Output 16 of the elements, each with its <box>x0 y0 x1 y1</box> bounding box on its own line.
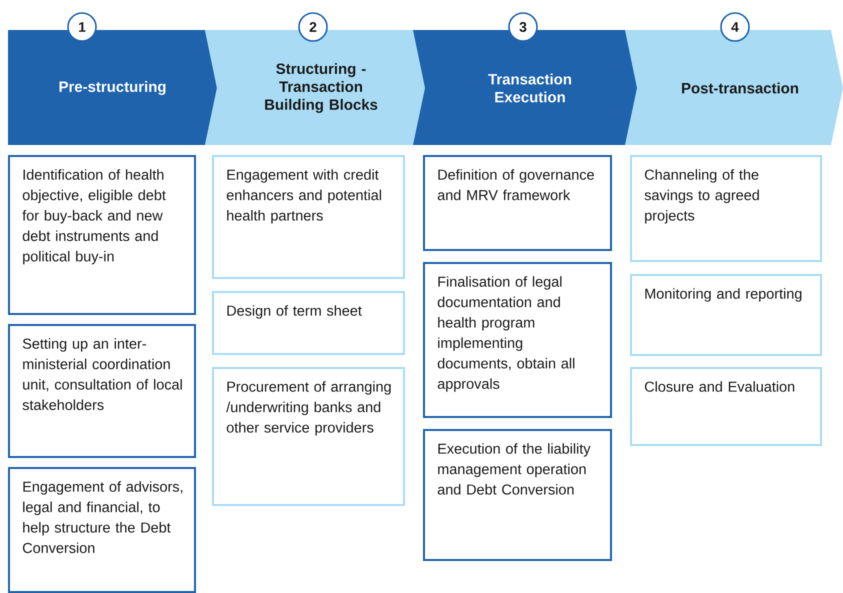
step-number: 1 <box>67 12 97 42</box>
step-box: Design of term sheet <box>212 291 405 355</box>
step-box: Engagement with credit enhancers and potential health partners <box>212 155 405 279</box>
step-box: Channeling of the savings to agreed projects <box>630 155 822 262</box>
step-number: 2 <box>298 12 328 42</box>
step-box: Definition of governance and MRV framework <box>423 155 612 251</box>
step-box: Engagement of advisors, legal and financial, to help structure the Debt Conversion <box>8 467 196 593</box>
step-box: Closure and Evaluation <box>630 367 822 446</box>
step-box: Setting up an inter-ministerial coordination unit, consultation of local stakeholders <box>8 324 196 458</box>
step-box: Finalisation of legal documentation and health program implementing documents, obtain all approvals <box>423 262 612 418</box>
step-box: Identification of health objective, eligible debt for buy-back and new debt instruments and political buy-in <box>8 155 196 315</box>
step-number: 4 <box>720 12 750 42</box>
step-box: Monitoring and reporting <box>630 274 822 356</box>
step-box: Execution of the liability management operation and Debt Conversion <box>423 429 612 561</box>
step-number: 3 <box>508 12 538 42</box>
step-box: Procurement of arranging /underwriting banks and other service providers <box>212 367 405 506</box>
